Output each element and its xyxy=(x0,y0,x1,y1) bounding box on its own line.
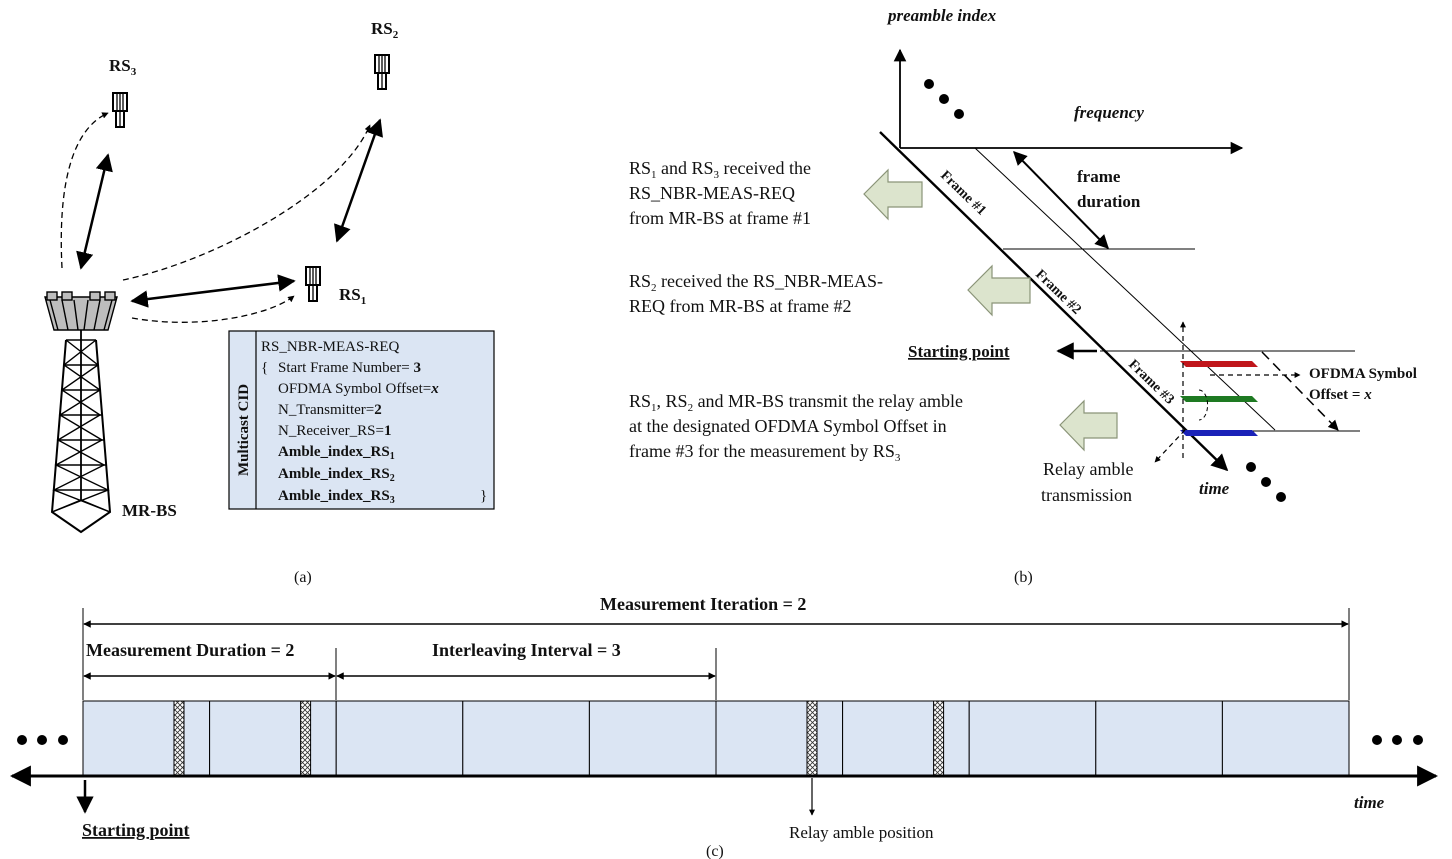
ellipsis-dots-right xyxy=(1372,735,1423,745)
caption-b: (b) xyxy=(1014,569,1033,586)
svg-text:RS2 received the RS_NBR-MEAS-: RS2 received the RS_NBR-MEAS- xyxy=(629,271,883,294)
multicast-cid-label: Multicast CID xyxy=(236,384,252,476)
link-bs-rs3 xyxy=(76,153,113,270)
svg-text:RS1, RS2 and MR-BS transmit th: RS1, RS2 and MR-BS transmit the relay am… xyxy=(629,391,963,414)
link-bs-rs1 xyxy=(130,274,296,308)
ofdma-offset-label-1: OFDMA Symbol xyxy=(1309,366,1417,382)
panel-a: RS3 RS2 RS1 MR-BS Mult xyxy=(44,19,495,586)
frame-cell xyxy=(82,700,211,777)
relay-amble-bar-red xyxy=(1180,361,1258,367)
ofdma-offset-arrow xyxy=(1261,351,1339,431)
caption-a: (a) xyxy=(294,569,312,586)
starting-point-label-c: Starting point xyxy=(82,820,190,840)
ellipsis-dots-bottom xyxy=(1246,462,1286,502)
relay-amble-slot xyxy=(173,700,185,777)
rs3-label: RS3 xyxy=(109,56,137,78)
frame-duration-label-2: duration xyxy=(1077,192,1141,211)
interleaving-interval-label: Interleaving Interval = 3 xyxy=(432,640,621,660)
time-label: time xyxy=(1199,479,1230,498)
note-2-block-arrow xyxy=(967,264,1031,317)
msg-line-symbol-offset: OFDMA Symbol Offset=x xyxy=(278,381,439,397)
msg-line-amble-rs1: Amble_index_RS1 xyxy=(278,444,395,462)
relay-amble-transmission-1: Relay amble xyxy=(1043,459,1133,479)
frame-cell xyxy=(209,700,337,777)
frame-3-label: Frame #3 xyxy=(1125,357,1177,407)
open-brace: { xyxy=(261,360,268,376)
message-box: Multicast CID RS_NBR-MEAS-REQ { } Start … xyxy=(228,330,495,510)
msg-line-amble-rs3: Amble_index_RS3 xyxy=(278,488,395,506)
panel-b: preamble index frequency time frame dura… xyxy=(629,6,1417,586)
relay-station-rs2-icon xyxy=(374,54,390,90)
relay-amble-bar-green xyxy=(1180,396,1258,402)
broadcast-to-rs3 xyxy=(60,112,109,269)
frame-cell xyxy=(1221,700,1350,777)
message-title: RS_NBR-MEAS-REQ xyxy=(261,339,400,355)
caption-c: (c) xyxy=(706,843,724,859)
broadcast-to-rs2 xyxy=(122,124,371,281)
rs2-label: RS2 xyxy=(371,19,399,41)
relay-amble-slot xyxy=(300,700,312,777)
frame-duration-label-1: frame xyxy=(1077,167,1121,186)
svg-text:REQ from MR-BS at frame #2: REQ from MR-BS at frame #2 xyxy=(629,296,851,316)
relay-station-rs1-icon xyxy=(305,266,321,302)
link-rs1-rs2 xyxy=(334,118,383,243)
note-1: RS1 and RS3 received the RS_NBR-MEAS-REQ… xyxy=(629,158,811,228)
measurement-iteration-label: Measurement Iteration = 2 xyxy=(600,594,806,614)
relay-amble-slot xyxy=(933,700,945,777)
frame-cell xyxy=(842,700,970,777)
ofdma-offset-label-2: Offset = x xyxy=(1309,387,1372,403)
frame-cell xyxy=(462,700,590,777)
note-3: RS1, RS2 and MR-BS transmit the relay am… xyxy=(629,391,963,464)
svg-text:frame #3 for the measurement b: frame #3 for the measurement by RS3 xyxy=(629,441,901,464)
msg-line-amble-rs2: Amble_index_RS2 xyxy=(278,466,395,484)
msg-line-start-frame: Start Frame Number= 3 xyxy=(278,360,421,376)
svg-text:RS1 and RS3 received the: RS1 and RS3 received the xyxy=(629,158,811,181)
svg-text:from MR-BS at frame #1: from MR-BS at frame #1 xyxy=(629,208,811,228)
svg-text:at the designated OFDMA Symbol: at the designated OFDMA Symbol Offset in xyxy=(629,416,947,436)
note-3-block-arrow xyxy=(1059,399,1118,452)
svg-text:RS_NBR-MEAS-REQ: RS_NBR-MEAS-REQ xyxy=(629,183,795,203)
relay-amble-position-label: Relay amble position xyxy=(789,823,934,842)
frame-cell xyxy=(715,700,844,777)
msg-line-n-receiver: N_Receiver_RS=1 xyxy=(278,423,391,439)
frame-1-label: Frame #1 xyxy=(937,168,989,218)
measurement-duration-label: Measurement Duration = 2 xyxy=(86,640,294,660)
note-2: RS2 received the RS_NBR-MEAS- REQ from M… xyxy=(629,271,883,316)
frame-cell xyxy=(335,700,464,777)
msg-line-n-transmitter: N_Transmitter=2 xyxy=(278,402,382,418)
frame-cell xyxy=(968,700,1097,777)
frame-duration-arrow xyxy=(1013,150,1109,250)
relay-amble-slot xyxy=(806,700,818,777)
mrbs-label: MR-BS xyxy=(122,501,177,520)
note-1-block-arrow xyxy=(863,168,923,221)
frequency-label: frequency xyxy=(1074,103,1144,122)
broadcast-to-rs1 xyxy=(131,295,295,323)
relay-amble-bar-blue xyxy=(1180,430,1258,436)
frame-cell xyxy=(1095,700,1223,777)
relay-amble-arc xyxy=(1198,389,1209,421)
base-station-tower-icon xyxy=(44,291,118,534)
rs1-label: RS1 xyxy=(339,285,366,307)
time-axis xyxy=(879,131,1229,472)
close-brace: } xyxy=(480,488,487,504)
time-label-c: time xyxy=(1354,793,1385,812)
preamble-index-label: preamble index xyxy=(886,6,997,25)
frame-strip xyxy=(82,700,1350,777)
ellipsis-dots-top xyxy=(924,79,964,119)
relay-amble-down-arrow xyxy=(1154,429,1186,463)
ellipsis-dots-left xyxy=(17,735,68,745)
panel-c: Measurement Iteration = 2 Measurement Du… xyxy=(9,594,1439,859)
starting-point-label-b: Starting point xyxy=(908,342,1010,361)
relay-amble-transmission-2: transmission xyxy=(1041,485,1132,505)
frame-2-label: Frame #2 xyxy=(1032,267,1084,317)
relay-station-rs3-icon xyxy=(112,92,128,128)
frame-cell xyxy=(588,700,717,777)
